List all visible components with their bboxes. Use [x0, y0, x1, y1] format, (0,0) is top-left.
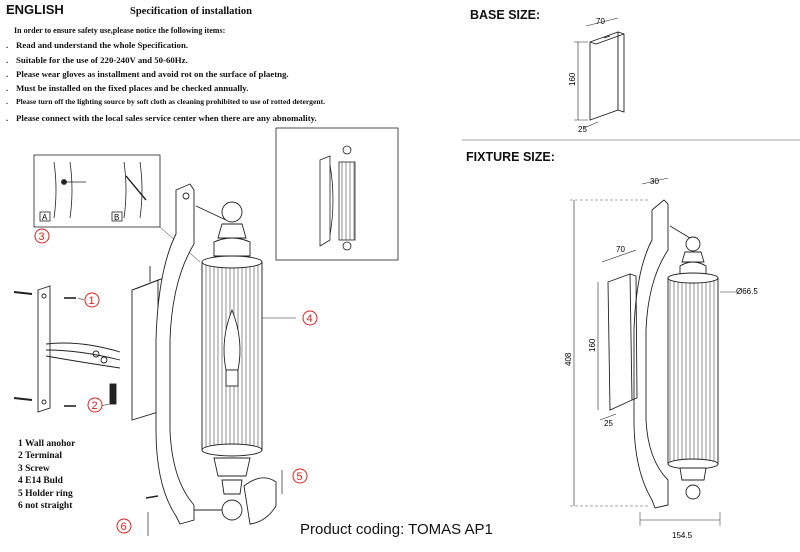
language-heading: ENGLISH: [6, 2, 64, 17]
detail-label-b: B: [114, 213, 119, 222]
main-lamp-drawing: [13, 183, 296, 536]
spec-title: Specification of installation: [130, 6, 252, 17]
fixture-height-dim: 408: [564, 352, 573, 366]
rule-text: Must be installed on the fixed places an…: [16, 83, 249, 93]
base-size-title: BASE SIZE:: [470, 8, 541, 22]
spec-intro: In order to ensure safety use,please not…: [14, 26, 226, 35]
parts-list-item: 3 Screw: [18, 463, 50, 474]
rule-item: .Please turn off the lighting source by …: [6, 97, 326, 106]
callout-3-label: 3: [39, 231, 45, 243]
rule-text: Please turn off the lighting source by s…: [16, 97, 326, 106]
callout-5: 5: [292, 468, 308, 484]
fixture-size-drawing: [570, 177, 736, 526]
fixture-width-dim: 154.5: [672, 531, 693, 540]
fixture-depth-dim: 25: [604, 419, 613, 428]
callout-5-label: 5: [297, 471, 303, 483]
parts-list: 1 Wall anohor 2 Terminal 3 Screw 4 E14 B…: [18, 438, 75, 512]
parts-list-item: 6 not straight: [18, 501, 73, 512]
callout-2: 2: [87, 397, 103, 413]
callout-1-label: 1: [89, 295, 95, 307]
base-width-dim: 70: [596, 17, 605, 26]
rule-item: .Please wear gloves as installment and a…: [6, 69, 289, 79]
detail-label-a: A: [42, 213, 48, 222]
fixture-top-dim: 30: [650, 177, 659, 186]
callout-2-label: 2: [92, 400, 98, 412]
fixture-base-height-dim: 160: [588, 338, 597, 352]
rule-text: Please connect with the local sales serv…: [16, 113, 317, 123]
rule-text: Please wear gloves as installment and av…: [16, 69, 289, 79]
detail-box: [33, 154, 201, 263]
callout-6-label: 6: [121, 521, 127, 533]
rule-item: .Suitable for the use of 220-240V and 50…: [6, 55, 188, 65]
base-depth-dim: 25: [578, 125, 587, 134]
rule-item: .Must be installed on the fixed places a…: [6, 83, 249, 93]
callout-4-label: 4: [307, 313, 313, 325]
parts-list-item: 4 E14 Buld: [18, 476, 63, 487]
parts-list-item: 2 Terminal: [18, 451, 63, 462]
parts-list-item: 5 Holder ring: [18, 488, 73, 499]
callout-4: 4: [302, 310, 318, 326]
product-coding: Product coding: TOMAS AP1: [300, 521, 493, 538]
rule-item: .Read and understand the whole Specifica…: [6, 40, 189, 50]
rule-text: Suitable for the use of 220-240V and 50-…: [16, 55, 188, 65]
rule-text: Read and understand the whole Specificat…: [16, 40, 189, 50]
base-size-drawing: [574, 17, 625, 129]
fixture-size-title: FIXTURE SIZE:: [466, 150, 555, 164]
callout-3: 3: [34, 228, 50, 244]
base-height-dim: 160: [568, 72, 577, 86]
parts-list-item: 1 Wall anohor: [18, 439, 76, 449]
preview-box: [275, 127, 399, 261]
fixture-base-width-dim: 70: [616, 245, 625, 254]
callout-6: 6: [116, 518, 132, 534]
fixture-diameter-dim: Ø66.5: [736, 287, 758, 296]
callout-1: 1: [84, 292, 100, 308]
rule-item: .Please connect with the local sales ser…: [6, 113, 317, 123]
